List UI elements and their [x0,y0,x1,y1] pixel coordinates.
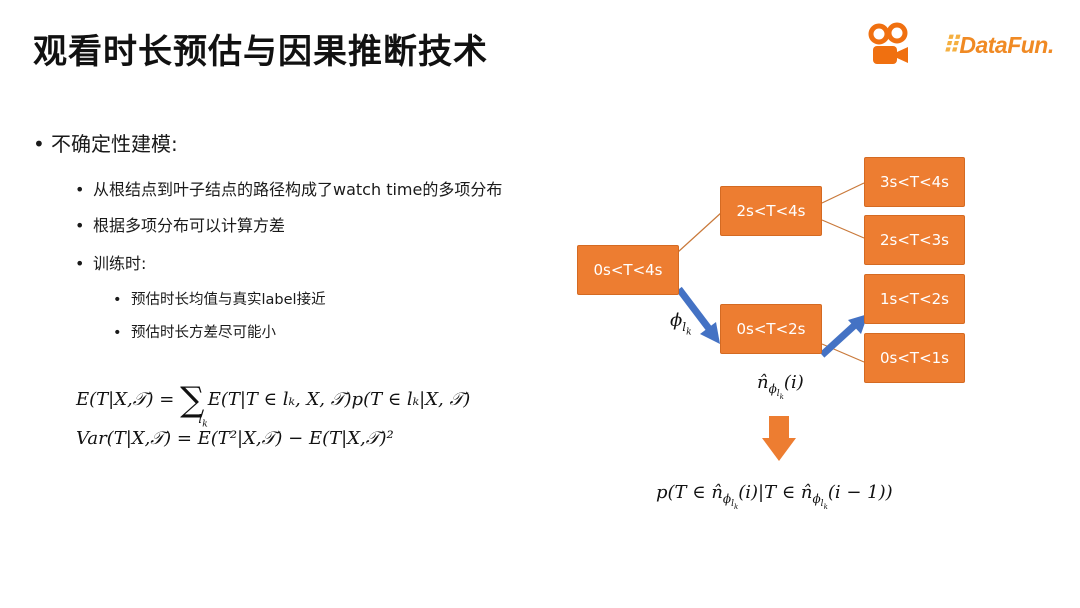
bullet-main: •不确定性建模: [33,132,178,156]
page-title: 观看时长预估与因果推断技术 [33,32,488,72]
edge-upper-leaf1 [821,182,865,204]
expectation-formula: E(T|X,𝒯) = ∑lkE(T|T ∈ lₖ, X, 𝒯)p(T ∈ lₖ|… [76,380,471,430]
node-leaf-2-3: 2s<T<3s [864,215,965,265]
bullet-sub3a: •预估时长均值与真实label接近 [113,292,326,308]
datafun-logo-icon: ⠿DataFun. [942,32,1054,58]
node-root: 0s<T<4s [577,245,679,295]
kuaishou-logo-icon [868,22,908,64]
variance-formula: Var(T|X,𝒯) = E(T²|X,𝒯) − E(T|X,𝒯)² [76,428,394,449]
phi-label: ϕlk [670,310,692,337]
node-upper: 2s<T<4s [720,186,822,236]
blue-path-arrow-icon [676,286,868,358]
bullet-sub2: •根据多项分布可以计算方差 [75,216,286,235]
edge-root-upper [677,211,723,253]
bullet-sub3: •训练时: [75,254,147,273]
probability-formula: p(T ∈ n̂ϕlk(i)|T ∈ n̂ϕlk(i − 1)) [656,482,893,511]
bullet-sub1: •从根结点到叶子结点的路径构成了watch time的多项分布 [75,180,503,199]
down-arrow-icon [762,416,796,461]
node-leaf-0-1: 0s<T<1s [864,333,965,383]
bullet-sub3b: •预估时长方差尽可能小 [113,325,276,341]
node-leaf-3-4: 3s<T<4s [864,157,965,207]
node-leaf-1-2: 1s<T<2s [864,274,965,324]
edge-upper-leaf2 [821,219,865,239]
n-hat-label: n̂ϕlk(i) [757,372,804,401]
node-lower: 0s<T<2s [720,304,822,354]
